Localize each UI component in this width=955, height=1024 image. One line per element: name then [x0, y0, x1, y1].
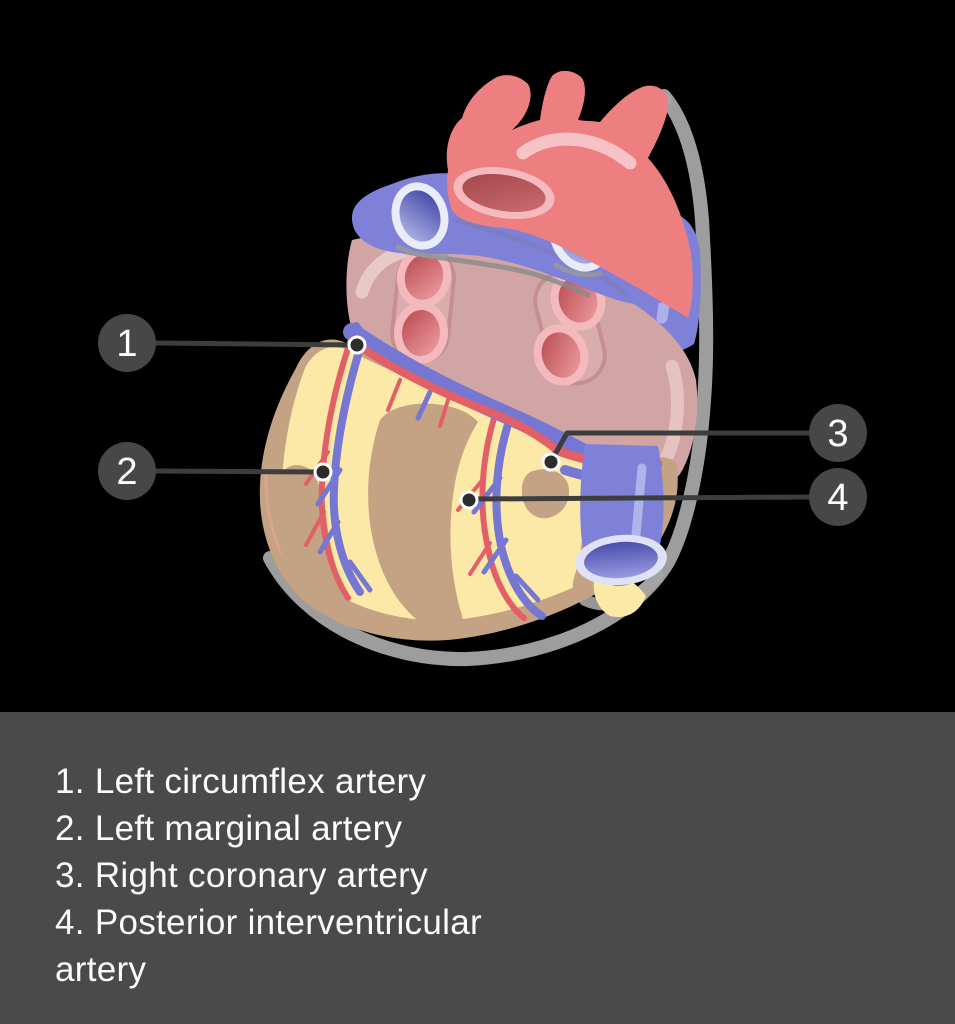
left-pulmonary-artery-opening: [391, 182, 449, 250]
marker-2-number: 2: [116, 451, 137, 493]
aorta: [446, 70, 693, 319]
legend-item-4-wrap: artery: [55, 950, 147, 989]
marker-3[interactable]: 3: [541, 404, 867, 472]
marker-3-number: 3: [827, 413, 848, 455]
callouts: 1 2 3 4: [98, 314, 867, 526]
marker-3-circle: [809, 404, 867, 462]
marker-1-dot: [347, 335, 367, 355]
legend-item-2: 2. Left marginal artery: [55, 809, 403, 848]
marker-4-circle: [809, 468, 867, 526]
legend-item-4: 4. Posterior interventricular: [55, 903, 482, 942]
inferior-vena-cava: [575, 444, 667, 587]
marker-3-dot: [541, 452, 561, 472]
marker-1[interactable]: 1: [98, 314, 367, 372]
marker-1-number: 1: [116, 323, 137, 365]
legend-item-3: 3. Right coronary artery: [55, 856, 428, 895]
marker-4[interactable]: 4: [459, 468, 867, 526]
marker-1-circle: [98, 314, 156, 372]
marker-2-dot: [313, 462, 333, 482]
ventricles: [259, 339, 678, 641]
legend-item-1: 1. Left circumflex artery: [55, 762, 427, 801]
aortic-opening: [453, 167, 555, 219]
legend-panel: 1. Left circumflex artery 2. Left margin…: [0, 712, 955, 1024]
marker-2-circle: [98, 442, 156, 500]
marker-4-dot: [459, 490, 479, 510]
ivc-opening: [575, 534, 667, 586]
marker-2[interactable]: 2: [98, 442, 333, 500]
marker-4-number: 4: [827, 477, 848, 519]
